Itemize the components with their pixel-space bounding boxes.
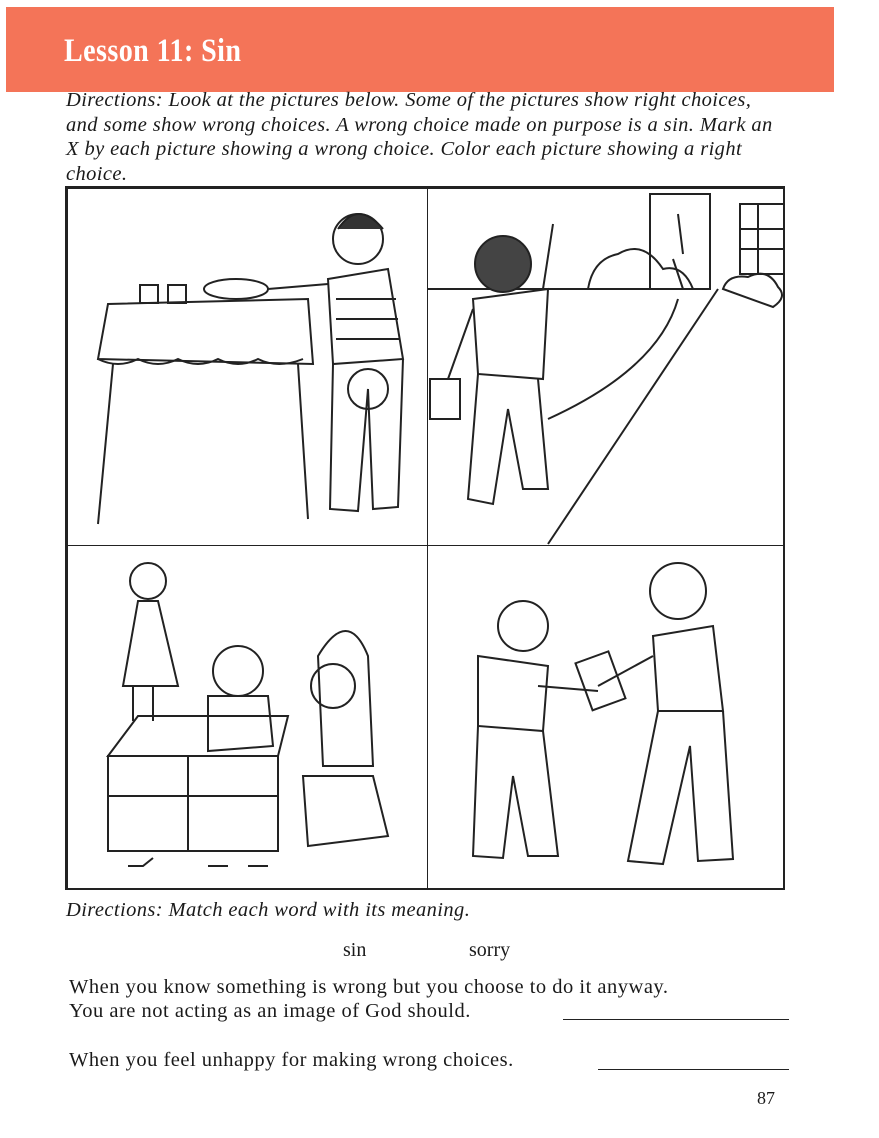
picture-fighting-over-toy[interactable]	[427, 545, 785, 890]
picture-grid	[65, 186, 785, 890]
page-number: 87	[757, 1088, 775, 1108]
child-waving-goodbye-illustration	[428, 193, 784, 545]
picture-setting-table[interactable]	[67, 188, 428, 546]
child-setting-table-illustration	[96, 213, 405, 525]
definition-sentence-3: When you feel unhappy for making wrong c…	[69, 1049, 514, 1071]
boys-fighting-over-toy-illustration	[471, 562, 735, 866]
picture-directions: Directions: Look at the pictures below. …	[66, 89, 773, 185]
definition-sentence-2: You are not acting as an image of God sh…	[69, 1000, 471, 1022]
lesson-title: Lesson 11: Sin	[64, 33, 242, 69]
answer-line-2[interactable]	[598, 1069, 789, 1070]
answer-line-1[interactable]	[563, 1019, 789, 1020]
match-directions: Directions: Match each word with its mea…	[66, 899, 471, 921]
picture-dollhouse[interactable]	[67, 545, 428, 890]
word-sin: sin	[343, 939, 367, 961]
picture-waving-goodbye[interactable]	[427, 188, 785, 546]
lesson-header: Lesson 11: Sin	[6, 7, 834, 92]
word-sorry: sorry	[469, 939, 511, 961]
definition-sentence-1: When you know something is wrong but you…	[69, 976, 669, 998]
children-playing-dollhouse-illustration	[106, 562, 390, 867]
